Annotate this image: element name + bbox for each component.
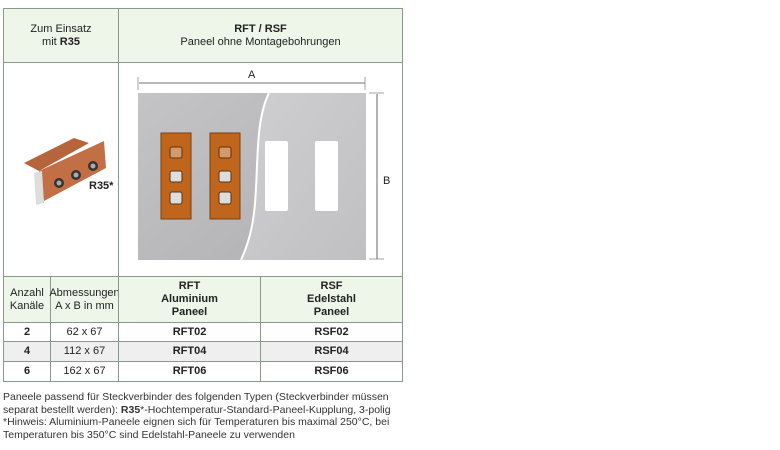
- col-text: Kanäle: [9, 299, 45, 312]
- note-line: *Hinweis: Aluminium-Paneele eignen sich …: [3, 416, 390, 428]
- cell-rft: RFT02: [118, 322, 261, 342]
- note-bold: R35: [120, 403, 141, 416]
- header-title: RFT / RSF: [234, 22, 287, 35]
- col-text: Edelstahl: [307, 293, 356, 305]
- note-line: Temperaturen bis 350°C sind Edelstahl-Pa…: [3, 428, 295, 441]
- note-line: Paneele passend für Steckverbinder des f…: [3, 391, 389, 403]
- footnotes: Paneele passend für Steckverbinder des f…: [3, 391, 413, 441]
- col-text: A x B in mm: [55, 299, 114, 312]
- dimension-a-label: A: [248, 69, 256, 81]
- cell-dims: 112 x 67: [50, 341, 119, 362]
- cell-rsf: RSF02: [260, 322, 403, 342]
- col-text: Aluminium: [161, 293, 218, 305]
- col-text: Anzahl: [10, 286, 44, 299]
- header-subtitle: Paneel ohne Montagebohrungen: [180, 35, 341, 48]
- cell-channels: 4: [3, 341, 51, 362]
- header-left-line1: Zum Einsatz: [30, 22, 92, 35]
- col-text: RFT: [178, 280, 201, 292]
- header-product: RFT / RSF Paneel ohne Montagebohrungen: [118, 8, 403, 63]
- cell-rsf: RSF04: [260, 341, 403, 362]
- note-text: separat bestellt werden):: [3, 403, 121, 416]
- col-text: Abmessungen: [49, 286, 120, 299]
- header-left-bold: R35: [59, 35, 80, 48]
- panel-drawing: [137, 77, 384, 261]
- cell-rft: RFT04: [118, 341, 261, 362]
- connector-label: R35*: [89, 180, 114, 192]
- cell-rsf: RSF06: [260, 361, 403, 382]
- cell-rft: RFT06: [118, 361, 261, 382]
- cell-channels: 2: [3, 322, 51, 342]
- header-left-prefix: mit: [42, 35, 60, 48]
- connector-image-cell: R35*: [3, 62, 119, 277]
- col-text: Paneel: [171, 306, 208, 318]
- cell-channels: 6: [3, 361, 51, 382]
- dimension-b-label: B: [383, 175, 391, 187]
- col-text: RSF: [320, 280, 343, 292]
- col-text: Paneel: [313, 306, 350, 318]
- header-compatibility: Zum Einsatz mit R35: [3, 8, 119, 63]
- cell-dims: 162 x 67: [50, 361, 119, 382]
- cell-dims: 62 x 67: [50, 322, 119, 342]
- panel-drawing-cell: A B: [118, 62, 403, 277]
- note-text: *-Hochtemperatur-Standard-Paneel-Kupplun…: [140, 403, 391, 416]
- r35-connector-image: [24, 138, 106, 205]
